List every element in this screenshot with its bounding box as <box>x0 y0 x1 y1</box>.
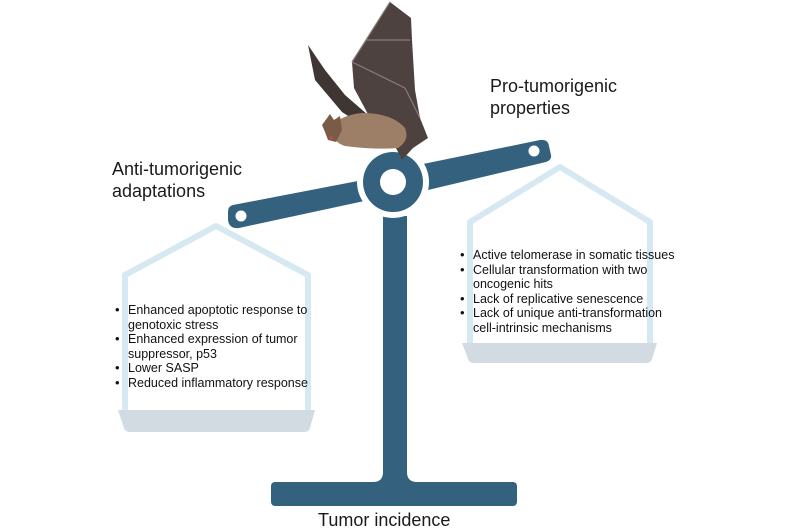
list-item: Lower SASP <box>115 361 348 376</box>
left-heading: Anti-tumorigenic adaptations <box>112 158 242 202</box>
list-item-line: cell-intrinsic mechanisms <box>473 320 612 335</box>
list-item-line: Enhanced apoptotic response to <box>128 303 308 317</box>
bat-icon <box>308 1 428 160</box>
bat-back-wing <box>308 45 368 125</box>
left-pan-base <box>118 410 315 432</box>
list-item-line: Reduced inflammatory response <box>128 375 308 390</box>
list-item-line: Cellular transformation with two <box>473 262 648 277</box>
right-heading-line2: properties <box>490 98 571 118</box>
list-item-line: suppressor, p53 <box>128 346 217 361</box>
bat-body <box>330 113 407 149</box>
right-heading-line1: Pro-tumorigenic <box>490 76 618 96</box>
list-item: Lack of replicative senescence <box>460 291 753 307</box>
left-heading-line1: Anti-tumorigenic <box>112 159 243 179</box>
list-item: Reduced inflammatory response <box>115 375 348 391</box>
beam-left-arm <box>228 180 369 229</box>
list-item-line: Lack of replicative senescence <box>473 291 644 306</box>
list-item-line: Lower SASP <box>128 361 199 375</box>
scale-beam <box>228 139 552 229</box>
beam-left-hole <box>235 210 247 222</box>
list-item: Active telomerase in somatic tissues <box>460 248 753 263</box>
anti-tumorigenic-list: Enhanced apoptotic response to genotoxic… <box>114 303 348 390</box>
right-pan-base <box>462 343 657 363</box>
bat-wing-bones <box>351 1 421 119</box>
left-heading-line2: adaptations <box>112 181 206 201</box>
bat-nose <box>329 136 333 140</box>
list-item: Enhanced expression of tumor suppressor,… <box>115 332 348 361</box>
bat-head <box>322 114 342 142</box>
list-item-line: Active telomerase in somatic tissues <box>473 248 675 262</box>
list-item-line: oncogenic hits <box>473 277 553 291</box>
scale-stand <box>271 216 517 506</box>
pivot-hole <box>380 169 406 195</box>
list-item: Cellular transformation with two oncogen… <box>460 262 753 292</box>
beam-right-hole <box>528 145 540 157</box>
tumor-incidence-label: Tumor incidence <box>318 510 451 530</box>
beam-right-arm <box>423 139 552 190</box>
right-heading: Pro-tumorigenic properties <box>490 75 617 119</box>
pro-tumorigenic-list: Active telomerase in somatic tissues Cel… <box>459 248 753 335</box>
list-item-line: Enhanced expression of tumor <box>128 332 298 346</box>
list-item: Lack of unique anti-transformation cell-… <box>460 306 753 335</box>
scale-post <box>383 216 407 486</box>
list-item: Enhanced apoptotic response to genotoxic… <box>115 303 348 332</box>
list-item-line: genotoxic stress <box>128 317 219 332</box>
list-item-line: Lack of unique anti-transformation <box>473 306 662 320</box>
scale-foot <box>271 482 517 506</box>
